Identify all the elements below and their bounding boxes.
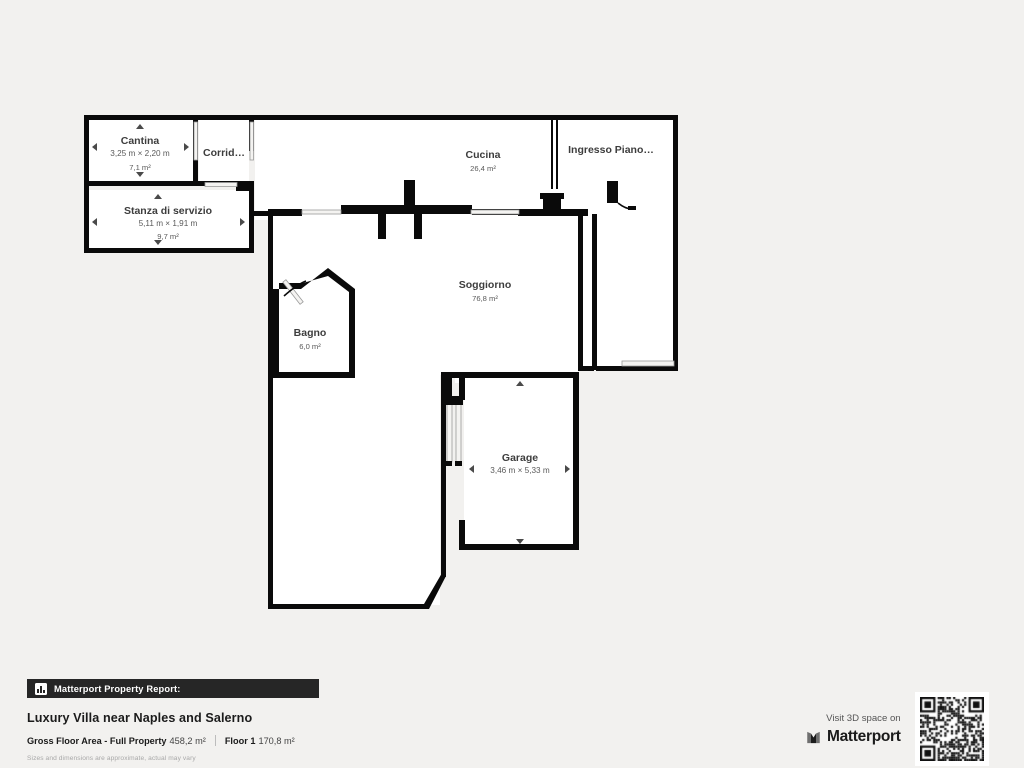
qr-canvas <box>919 697 984 761</box>
room-area-soggiorno: 76,8 m² <box>472 294 498 303</box>
report-header-label: Matterport Property Report: <box>54 683 181 694</box>
room-labels: Cantina 3,25 m × 2,20 m 7,1 m² Corrid… S… <box>110 135 654 475</box>
property-report-block: Matterport Property Report: Luxury Villa… <box>27 679 319 762</box>
room-label-corridoio: Corrid… <box>203 147 245 159</box>
matterport-logo-icon <box>807 731 820 743</box>
room-label-cucina: Cucina <box>465 149 500 161</box>
room-label-stanza: Stanza di servizio <box>124 205 212 217</box>
room-area-cucina: 26,4 m² <box>470 164 496 173</box>
annex-openings <box>193 121 254 187</box>
room-label-bagno: Bagno <box>294 327 327 339</box>
room-label-cantina: Cantina <box>121 135 160 147</box>
promo-text-block: Visit 3D space on Matterport <box>806 713 901 745</box>
room-fills <box>88 119 673 605</box>
room-label-garage: Garage <box>502 452 538 464</box>
room-area-stanza: 9,7 m² <box>157 232 179 241</box>
room-dim-cantina: 3,25 m × 2,20 m <box>110 149 170 158</box>
floor-value: 170,8 m² <box>258 735 295 746</box>
dimension-arrows <box>92 124 570 544</box>
area-summary: Gross Floor Area - Full Property 458,2 m… <box>27 735 319 746</box>
floor-label: Floor 1 <box>224 735 256 746</box>
room-area-cantina: 7,1 m² <box>129 163 151 172</box>
visit-3d-label: Visit 3D space on <box>826 713 901 725</box>
disclaimer-text: Sizes and dimensions are approximate, ac… <box>27 755 196 762</box>
matterport-promo: Visit 3D space on Matterport <box>806 692 989 766</box>
room-dim-stanza: 5,11 m × 1,91 m <box>139 219 198 228</box>
qr-code[interactable] <box>914 692 989 766</box>
room-label-ingresso: Ingresso Piano… <box>568 144 654 156</box>
main-body-walls <box>249 115 678 609</box>
property-name: Luxury Villa near Naples and Salerno <box>27 711 253 725</box>
matterport-report-icon <box>35 682 47 695</box>
main-body-openings <box>301 209 675 367</box>
room-area-bagno: 6,0 m² <box>299 342 321 351</box>
bagno-walls <box>273 268 355 378</box>
garage-walls <box>445 372 579 550</box>
room-dim-garage: 3,46 m × 5,33 m <box>490 466 550 475</box>
matterport-brand-row: Matterport <box>806 729 901 745</box>
gross-floor-area-value: 458,2 m² <box>169 735 206 746</box>
report-header-bar: Matterport Property Report: <box>27 679 319 698</box>
area-divider <box>214 735 216 746</box>
entry-door <box>607 181 636 210</box>
room-label-soggiorno: Soggiorno <box>459 279 512 291</box>
matterport-wordmark: Matterport <box>827 728 901 746</box>
gross-floor-area-label: Gross Floor Area - Full Property <box>27 735 167 746</box>
